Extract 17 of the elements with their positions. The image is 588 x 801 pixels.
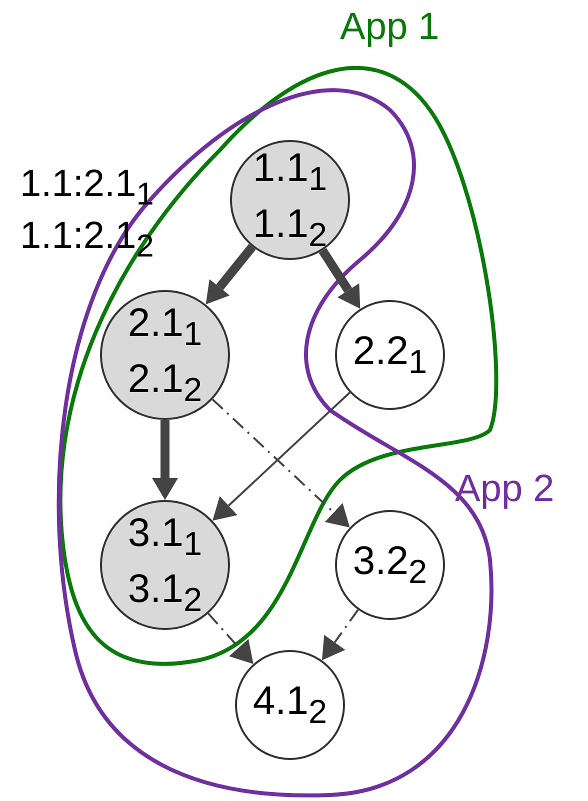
region-title: App 2 [455, 470, 554, 508]
node-label: 3.2$_{2}$ [352, 538, 428, 593]
node-label: 3.1$_{2}$ [128, 566, 202, 621]
arrow [318, 248, 360, 309]
arrow [206, 244, 256, 304]
node-label: 1.1$_{2}$ [252, 201, 328, 256]
node-label: 2.2$_{1}$ [352, 328, 428, 383]
node-label: 3.1$_{1}$ [128, 510, 202, 565]
region-title: App 1 [340, 8, 440, 46]
node-label: 2.1$_{2}$ [128, 356, 202, 411]
arrow [322, 609, 359, 660]
node-label: 4.1$_{2}$ [252, 678, 328, 733]
arrow [152, 420, 178, 500]
node-label: 1.1$_{1}$ [252, 145, 328, 200]
arrow [208, 612, 254, 664]
edge-note: 1.1:2.1$_{1}$ [20, 165, 154, 210]
node-label: 2.1$_{1}$ [128, 300, 202, 355]
